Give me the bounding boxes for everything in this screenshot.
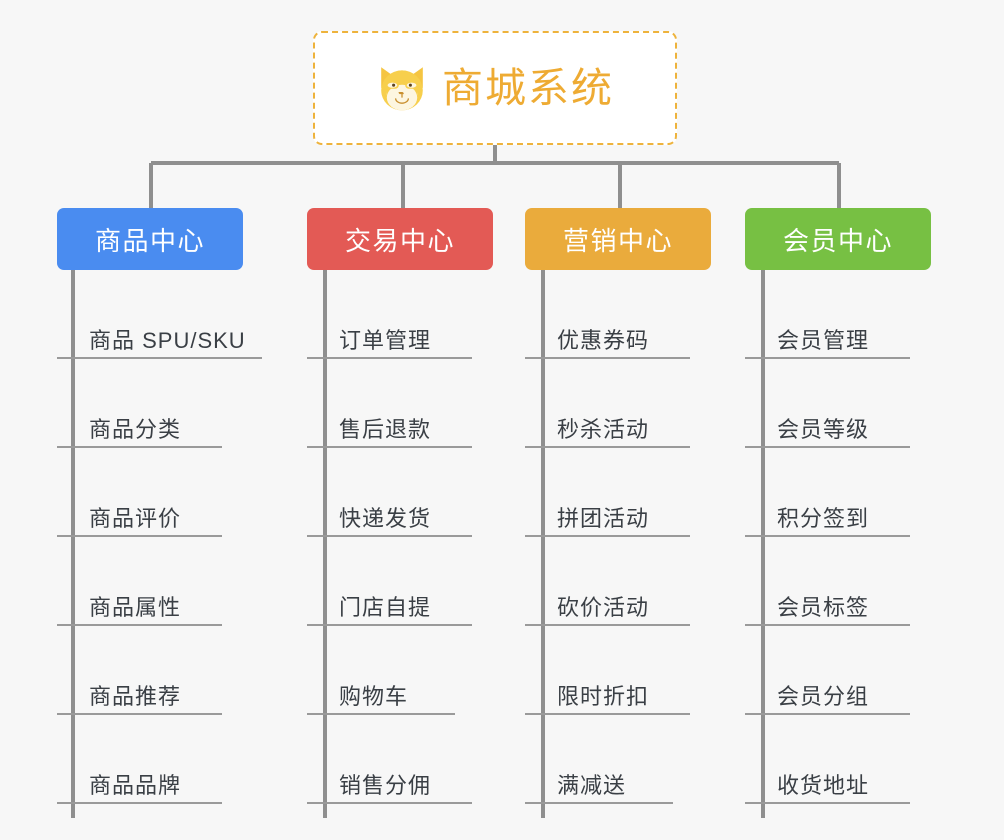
leaf-item[interactable]: 门店自提 [307,537,493,626]
leaf-label: 收货地址 [777,773,870,798]
leaf-underline [745,624,910,626]
leaf-underline [745,713,910,715]
leaf-label: 积分签到 [777,506,870,531]
dog-face-icon [381,67,423,111]
leaf-label: 快递发货 [339,506,432,531]
leaf-item[interactable]: 积分签到 [745,448,931,537]
category-header-product-center[interactable]: 商品中心 [57,208,243,270]
leaf-item[interactable]: 拼团活动 [525,448,711,537]
leaf-label: 门店自提 [339,595,432,620]
leaf-underline [57,802,222,804]
leaf-underline [525,713,690,715]
leaf-underline [525,535,690,537]
leaf-label: 会员等级 [777,417,870,442]
leaf-underline [307,446,472,448]
leaf-item[interactable]: 砍价活动 [525,537,711,626]
leaf-item[interactable]: 商品推荐 [57,626,243,715]
leaf-label: 订单管理 [339,328,432,353]
leaf-item[interactable]: 商品品牌 [57,715,243,804]
leaf-underline [525,446,690,448]
category-label: 会员中心 [782,225,893,256]
leaf-item[interactable]: 满减送 [525,715,711,804]
leaf-underline [57,624,222,626]
leaf-label: 会员管理 [777,328,870,353]
leaf-item[interactable]: 销售分佣 [307,715,493,804]
leaf-item[interactable]: 售后退款 [307,359,493,448]
category-label: 营销中心 [562,225,673,256]
leaf-item[interactable]: 会员标签 [745,537,931,626]
leaf-item[interactable]: 商品评价 [57,448,243,537]
leaf-label: 销售分佣 [339,773,432,798]
leaf-label: 砍价活动 [557,595,650,620]
leaf-underline [745,802,910,804]
leaf-item[interactable]: 会员分组 [745,626,931,715]
category-header-marketing-center[interactable]: 营销中心 [525,208,711,270]
leaf-list-member-center: 会员管理 会员等级 积分签到 会员标签 会员分组 [745,270,931,804]
column-product-center: 商品中心 商品 SPU/SKU 商品分类 商品评价 商品属性 [57,208,262,804]
column-trade-center: 交易中心 订单管理 售后退款 快递发货 门店自提 [307,208,493,804]
leaf-underline [745,357,910,359]
leaf-label: 商品属性 [89,595,182,620]
leaf-underline [307,713,455,715]
column-member-center: 会员中心 会员管理 会员等级 积分签到 会员标签 [745,208,931,804]
leaf-label: 满减送 [557,773,627,798]
leaf-label: 商品 SPU/SKU [89,328,246,353]
leaf-label: 会员标签 [777,595,870,620]
leaf-underline [745,446,910,448]
leaf-item[interactable]: 优惠券码 [525,270,711,359]
leaf-underline [307,802,472,804]
leaf-underline [307,357,472,359]
leaf-label: 购物车 [339,684,409,709]
leaf-underline [57,446,222,448]
leaf-label: 秒杀活动 [557,417,650,442]
leaf-item[interactable]: 收货地址 [745,715,931,804]
leaf-underline [525,624,690,626]
leaf-item[interactable]: 商品 SPU/SKU [57,270,262,359]
leaf-item[interactable]: 商品属性 [57,537,243,626]
leaf-label: 商品分类 [89,417,182,442]
leaf-item[interactable]: 商品分类 [57,359,243,448]
leaf-label: 售后退款 [339,417,432,442]
leaf-underline [57,535,222,537]
leaf-list-product-center: 商品 SPU/SKU 商品分类 商品评价 商品属性 商品推荐 [57,270,262,804]
leaf-list-marketing-center: 优惠券码 秒杀活动 拼团活动 砍价活动 限时折扣 [525,270,711,804]
leaf-item[interactable]: 购物车 [307,626,493,715]
leaf-underline [745,535,910,537]
leaf-label: 商品评价 [89,506,182,531]
leaf-list-trade-center: 订单管理 售后退款 快递发货 门店自提 购物车 [307,270,493,804]
leaf-item[interactable]: 会员管理 [745,270,931,359]
root-node[interactable]: 商城系统 [313,31,677,145]
leaf-item[interactable]: 快递发货 [307,448,493,537]
category-label: 商品中心 [94,225,205,256]
leaf-label: 商品推荐 [89,684,182,709]
leaf-item[interactable]: 会员等级 [745,359,931,448]
leaf-label: 优惠券码 [557,328,650,353]
leaf-underline [57,357,262,359]
category-header-trade-center[interactable]: 交易中心 [307,208,493,270]
leaf-underline [307,535,472,537]
leaf-item[interactable]: 订单管理 [307,270,493,359]
leaf-underline [525,802,673,804]
leaf-underline [57,713,222,715]
root-title: 商城系统 [442,64,614,111]
leaf-item[interactable]: 限时折扣 [525,626,711,715]
leaf-item[interactable]: 秒杀活动 [525,359,711,448]
leaf-label: 限时折扣 [557,684,650,709]
category-label: 交易中心 [344,225,455,256]
leaf-label: 会员分组 [777,684,870,709]
leaf-label: 拼团活动 [557,506,650,531]
column-marketing-center: 营销中心 优惠券码 秒杀活动 拼团活动 砍价活动 [525,208,711,804]
category-header-member-center[interactable]: 会员中心 [745,208,931,270]
leaf-underline [525,357,690,359]
leaf-label: 商品品牌 [89,773,182,798]
leaf-underline [307,624,472,626]
